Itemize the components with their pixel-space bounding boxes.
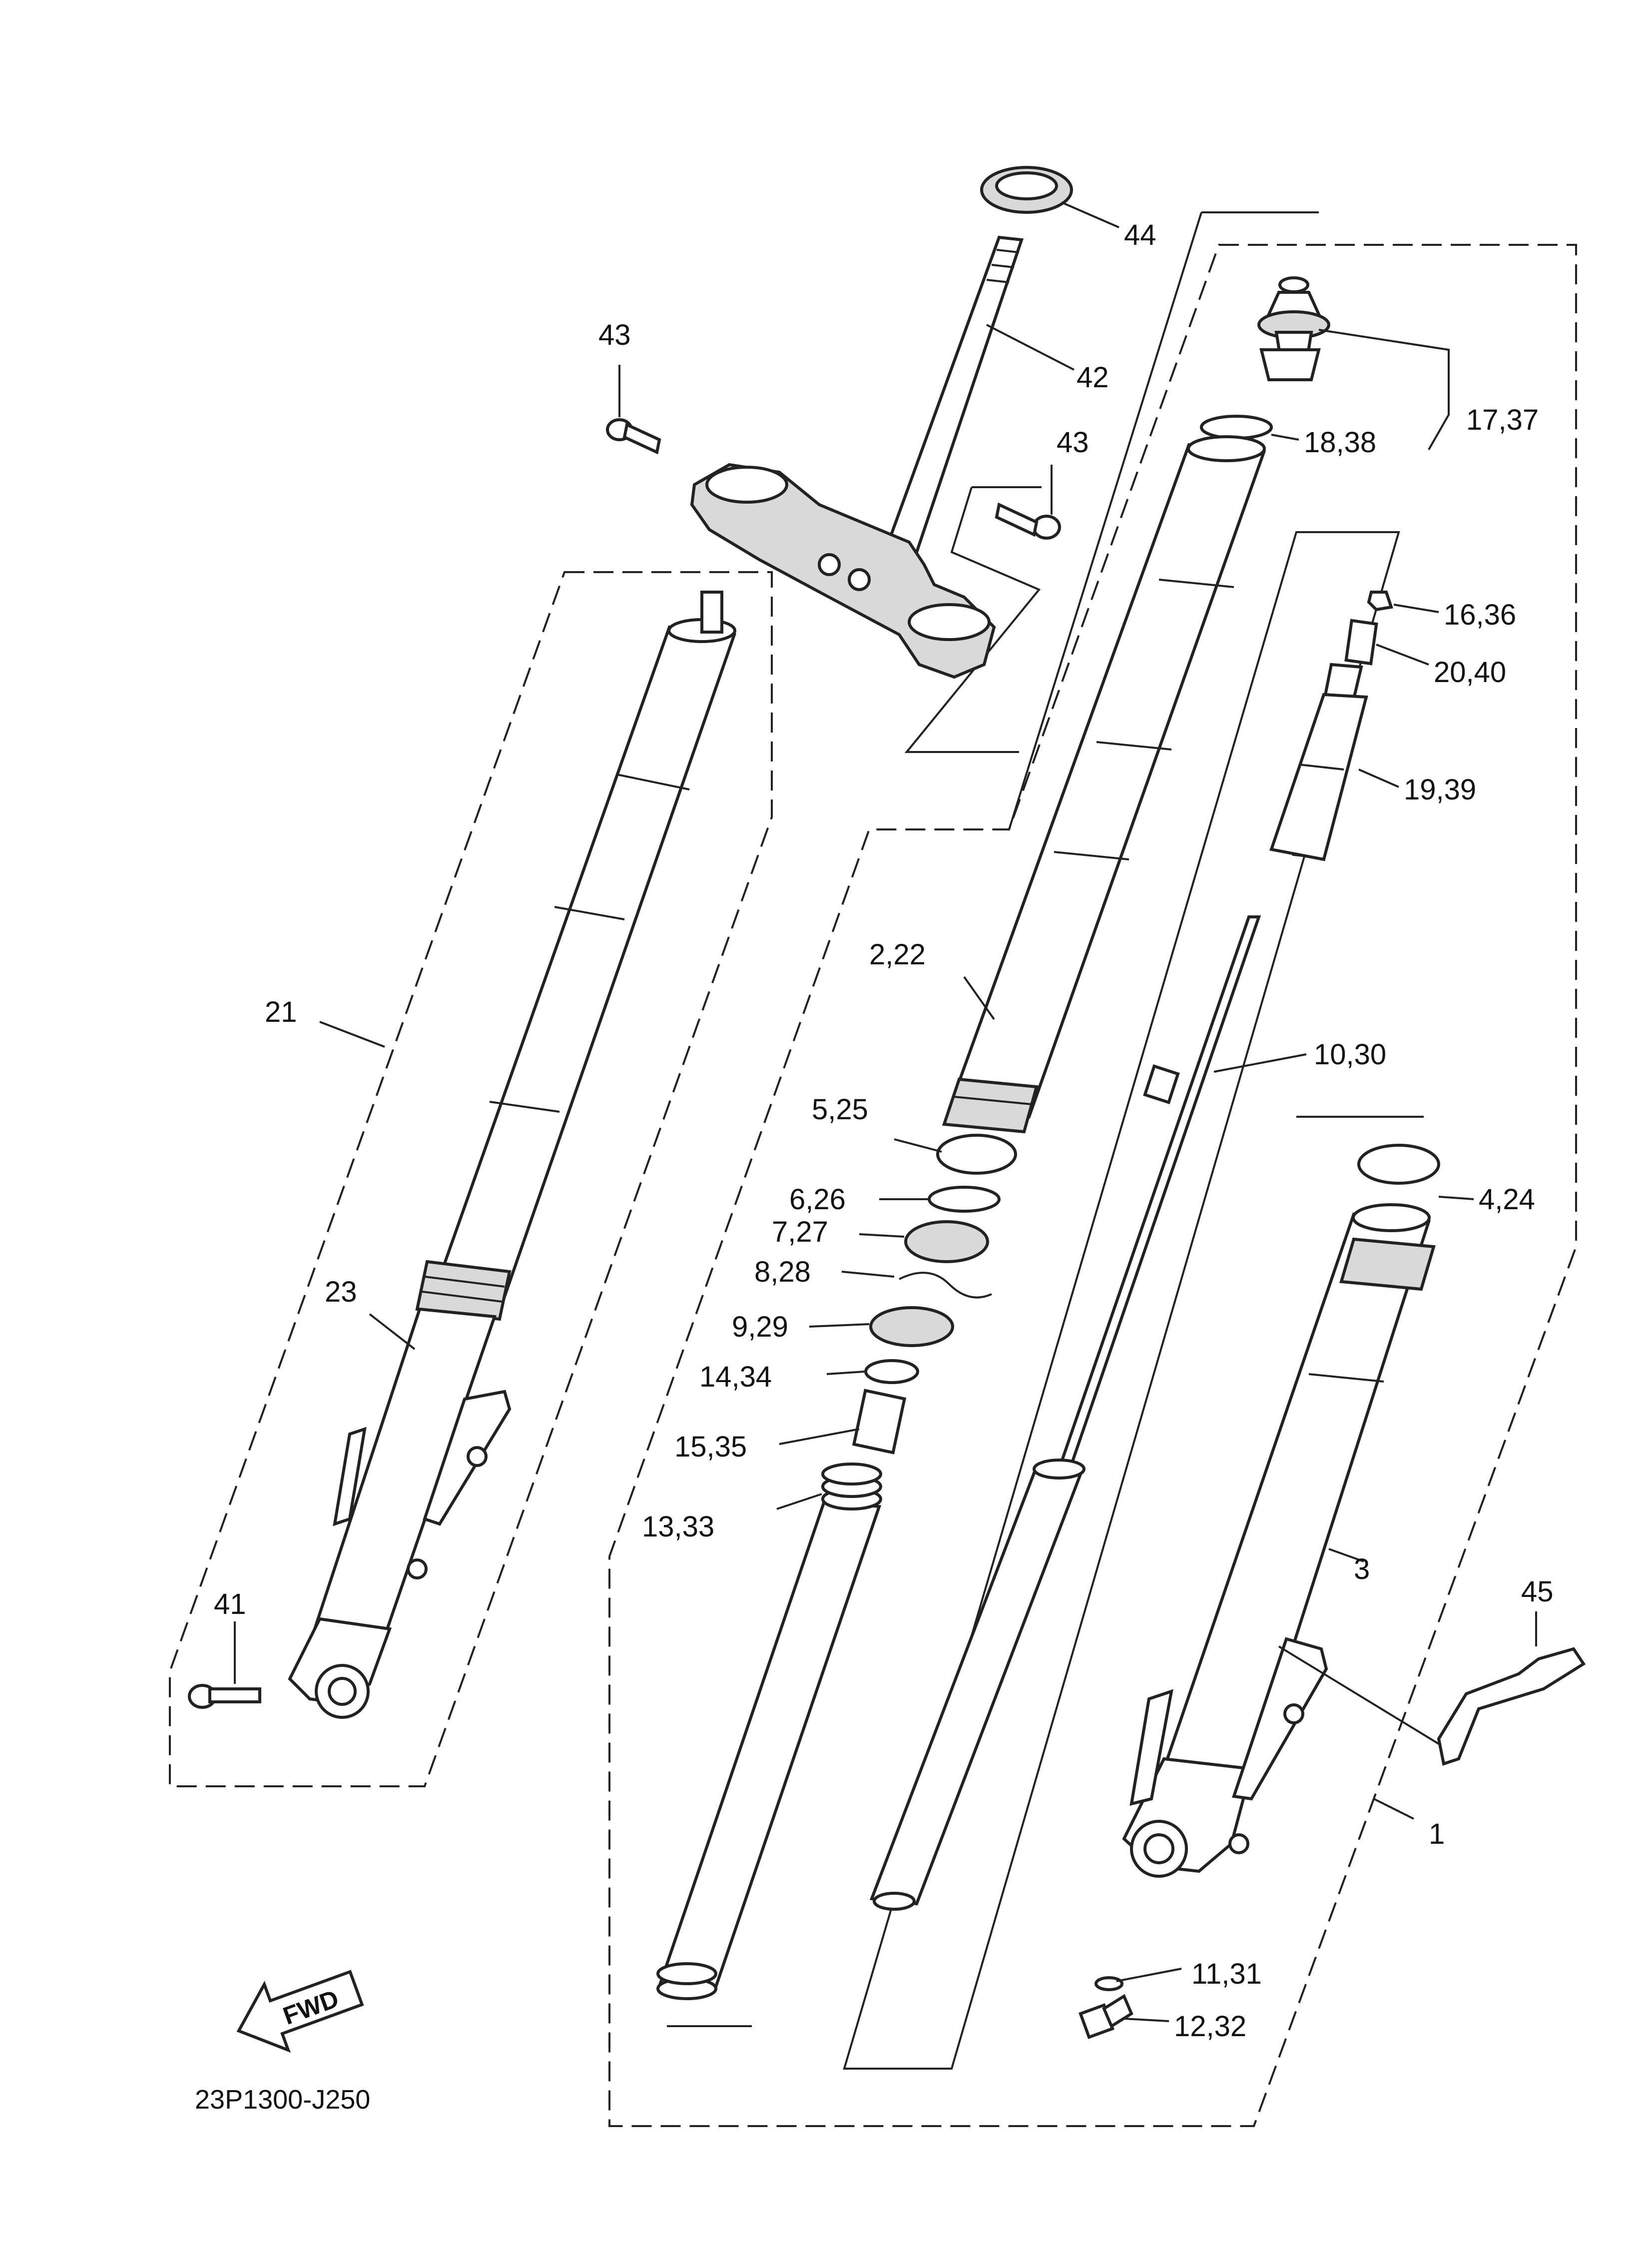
dust-seal-9-29 (869, 1306, 954, 1347)
group-outline-inner-tube (1008, 211, 1319, 830)
group-outline-right-fork (608, 244, 1577, 2127)
bolt-12-32 (1079, 1994, 1133, 2039)
callout-7-27: 7,27 (772, 1216, 828, 1248)
group-outline-crown-bolt (904, 486, 1042, 753)
clip-8-28 (899, 1272, 992, 1299)
outer-tube-3 (1122, 1144, 1440, 1878)
washer-6-26 (928, 1186, 1001, 1213)
callout-20-40: 20,40 (1434, 656, 1506, 689)
callout-labels: 44 43 42 43 17,37 18,38 16,36 20,40 19,3… (214, 219, 1554, 2043)
callout-43-left: 43 (598, 319, 631, 351)
callout-13-33: 13,33 (642, 1510, 714, 1543)
left-fork-assembly (288, 591, 737, 1719)
callout-43-right: 43 (1057, 426, 1089, 459)
callout-12-32: 12,32 (1174, 2010, 1246, 2043)
group-outline-damper (843, 531, 1400, 2070)
damper-rod-10-30 (869, 915, 1261, 1911)
oil-seal-7-27 (904, 1220, 989, 1263)
callout-41: 41 (214, 1588, 246, 1620)
group-outline-left-fork (169, 571, 773, 1787)
callout-19-39: 19,39 (1404, 773, 1476, 806)
callout-44: 44 (1124, 219, 1156, 251)
bracket-45 (1437, 1647, 1586, 1766)
callout-11-31: 11,31 (1191, 1958, 1262, 1990)
reference-code: 23P1300-J250 (195, 2085, 370, 2115)
callout-1: 1 (1429, 1818, 1445, 1850)
callout-5-25: 5,25 (812, 1093, 868, 1126)
fwd-arrow-icon: FWD (236, 1970, 364, 2053)
callout-17-37: 17,37 (1466, 404, 1539, 436)
leader-lines (234, 201, 1537, 2022)
bush-5-25 (936, 1134, 1017, 1175)
callout-8-28: 8,28 (754, 1256, 811, 1288)
callout-23: 23 (325, 1276, 357, 1308)
callout-42: 42 (1077, 361, 1109, 394)
callout-10-30: 10,30 (1314, 1038, 1386, 1071)
callout-2-22: 2,22 (869, 938, 926, 971)
callout-18-38: 18,38 (1304, 426, 1376, 459)
left-inner-tube (432, 625, 737, 1299)
nut-16-36 (1367, 591, 1393, 612)
washer-11-31 (1095, 1976, 1123, 1991)
collar-15-35 (852, 1389, 907, 1455)
o-ring-18-38 (1200, 415, 1273, 440)
callout-16-36: 16,36 (1444, 599, 1516, 631)
bush-4-24 (1357, 1144, 1440, 1185)
callout-45: 45 (1521, 1575, 1554, 1608)
cap-bolt-17-37 (1257, 276, 1330, 381)
callout-6-26: 6,26 (789, 1183, 846, 1216)
bolt-41 (188, 1684, 261, 1709)
spring-guide-19-39 (1269, 663, 1368, 861)
callout-14-34: 14,34 (699, 1361, 772, 1393)
collar-20-40 (1344, 619, 1378, 666)
washer-14-34 (864, 1359, 919, 1384)
steering-stem-assembly (606, 166, 1073, 679)
callout-15-35: 15,35 (674, 1431, 747, 1463)
callout-4-24: 4,24 (1479, 1183, 1535, 1216)
callout-21: 21 (265, 996, 297, 1028)
callout-3: 3 (1354, 1553, 1370, 1585)
fork-spring-13-33 (656, 1463, 882, 2000)
inner-tube-2-22 (942, 435, 1266, 1134)
callout-9-29: 9,29 (732, 1311, 788, 1343)
